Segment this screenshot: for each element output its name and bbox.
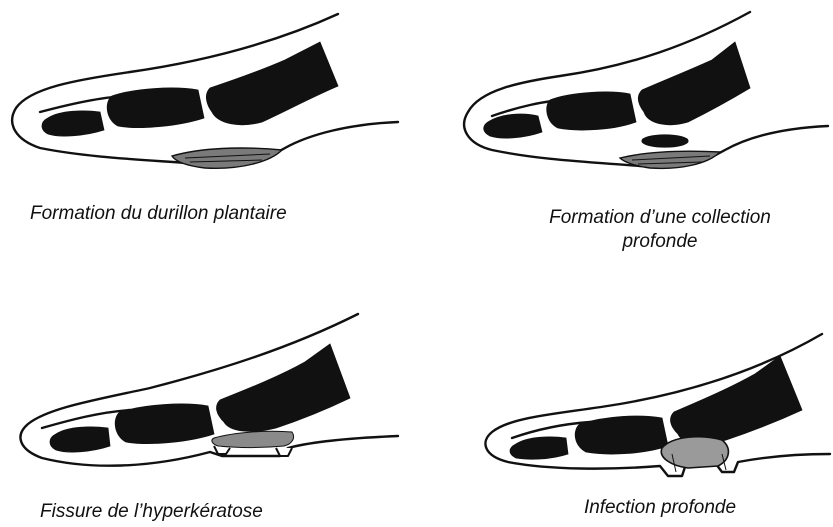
toe-diagram-collection xyxy=(450,0,833,190)
caption-infection: Infection profonde xyxy=(500,496,820,520)
caption-fissure: Fissure de l’hyperkératose xyxy=(40,500,360,524)
toe-diagram-fissure xyxy=(0,300,416,490)
deep-collection xyxy=(642,135,688,147)
middle-phalanx xyxy=(547,92,636,130)
proximal-phalanx xyxy=(206,42,338,125)
hyperkeratosis-fissure xyxy=(212,431,294,447)
middle-phalanx xyxy=(115,404,214,444)
deep-infection xyxy=(661,437,728,468)
proximal-phalanx xyxy=(217,344,350,431)
distal-phalanx xyxy=(42,111,104,136)
proximal-phalanx xyxy=(671,356,802,443)
distal-phalanx xyxy=(510,437,568,459)
distal-phalanx xyxy=(484,114,542,138)
toe-diagram-durillon xyxy=(0,0,416,190)
toe-diagram-infection xyxy=(450,300,833,490)
distal-phalanx xyxy=(50,427,110,452)
caption-collection-line1: Formation d’une collection xyxy=(500,206,820,230)
middle-phalanx xyxy=(575,416,668,454)
toe-outline xyxy=(12,14,398,165)
caption-collection-line2: profonde xyxy=(500,230,820,254)
middle-phalanx xyxy=(107,88,204,128)
caption-durillon: Formation du durillon plantaire xyxy=(30,202,350,226)
